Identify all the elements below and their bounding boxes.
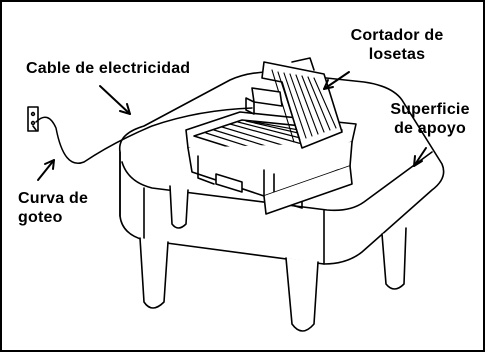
label-support-surface: Superficie de apoyo: [390, 101, 470, 138]
label-arrows: [37, 71, 427, 181]
power-cable: [35, 107, 253, 164]
label-drip-loop: Curva de goteo: [18, 190, 89, 227]
label-tile-cutter: Cortador de losetas: [350, 27, 444, 64]
table-legs: [139, 185, 407, 332]
wall-outlet: [27, 106, 39, 132]
label-power-cable: Cable de electricidad: [26, 60, 191, 77]
tile-saw: [185, 57, 357, 215]
